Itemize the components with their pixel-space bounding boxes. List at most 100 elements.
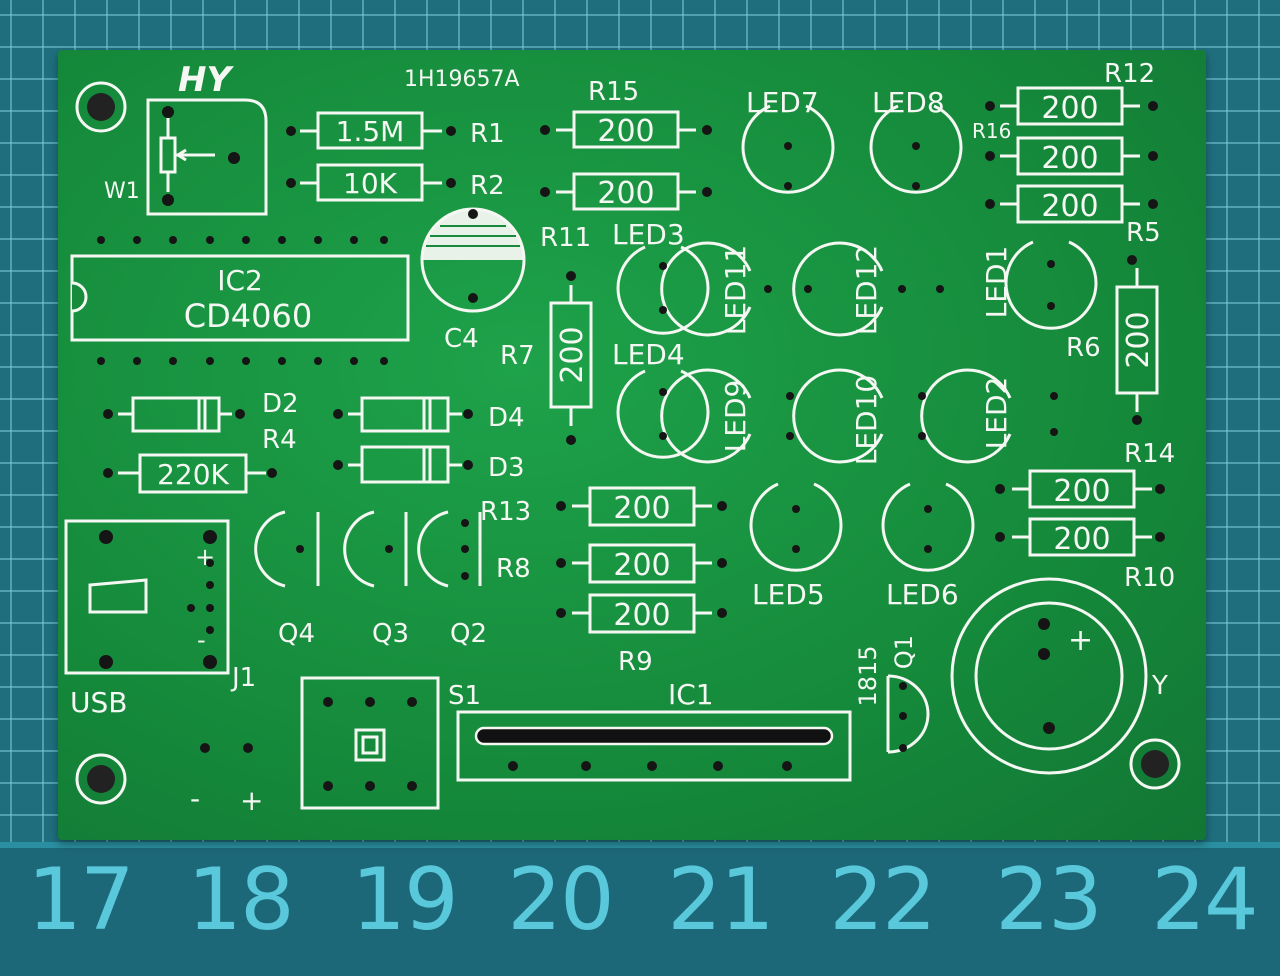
- label-r8: R8: [496, 554, 531, 584]
- ic2-name: IC2: [217, 264, 263, 297]
- led8-outline: [869, 104, 963, 194]
- label-led11: LED11: [719, 245, 752, 335]
- led10-outline: [792, 368, 884, 464]
- usb-minus: -: [197, 626, 206, 654]
- mount-hole: [75, 753, 127, 805]
- mount-hole: [75, 81, 127, 133]
- led5-outline: [749, 482, 843, 572]
- label-r5: R5: [1126, 218, 1161, 248]
- label-led6: LED6: [886, 578, 959, 611]
- label-led3: LED3: [612, 218, 685, 251]
- label-d3: D3: [488, 453, 525, 483]
- label-y: Y: [1151, 671, 1168, 701]
- ic1-slot: [474, 726, 834, 746]
- ruler-num: 20: [507, 850, 614, 950]
- label-led4: LED4: [612, 338, 685, 371]
- y-buzzer-inner: [974, 601, 1124, 751]
- label-d2: D2: [262, 389, 299, 419]
- r8-value: 200: [613, 548, 670, 583]
- r2-value: 10K: [343, 167, 398, 200]
- usb-port-shape: [88, 578, 148, 614]
- q4-transistor: [254, 510, 286, 588]
- ruler-num: 24: [1151, 850, 1258, 950]
- ruler-num: 23: [995, 850, 1102, 950]
- q3-transistor: [343, 510, 375, 588]
- ruler-num: 22: [829, 850, 936, 950]
- s1-switch-outline: [300, 676, 440, 810]
- d4-diode: [360, 396, 450, 433]
- led4-outline: [616, 369, 710, 459]
- label-led2: LED2: [980, 377, 1013, 450]
- usb-j1-outline: [64, 519, 230, 675]
- q1-part: 1815: [854, 645, 882, 706]
- r1-value: 1.5M: [336, 115, 405, 148]
- label-r7: R7: [500, 341, 535, 371]
- q2-transistor: [417, 510, 449, 588]
- r15-value: 200: [597, 114, 654, 149]
- q1-transistor: [887, 674, 930, 754]
- r10-value: 200: [1053, 522, 1110, 557]
- r14-value: 200: [1053, 474, 1110, 509]
- r5-value: 200: [1041, 189, 1098, 224]
- w1-trimmer-outline: [146, 98, 268, 216]
- label-d4: D4: [488, 403, 525, 433]
- ic2-part: CD4060: [184, 297, 312, 335]
- y-buzzer-outer: [950, 577, 1148, 775]
- label-led9: LED9: [719, 380, 752, 453]
- label-j1: J1: [230, 663, 256, 693]
- label-c4: C4: [444, 324, 479, 354]
- led7-outline: [741, 104, 835, 194]
- label-r11: R11: [540, 223, 591, 253]
- label-r2: R2: [470, 171, 505, 201]
- ruler-num: 19: [351, 850, 458, 950]
- label-led12: LED12: [850, 245, 883, 335]
- led12-outline: [792, 241, 884, 337]
- label-led8: LED8: [872, 86, 945, 119]
- logo-hy: HY: [178, 60, 234, 100]
- ruler-numbers: 17 18 19 20 21 22 23 24: [0, 850, 1280, 970]
- label-r15: R15: [588, 77, 639, 107]
- power-minus: -: [190, 782, 200, 815]
- r16-value: 200: [1041, 141, 1098, 176]
- r7-value: 200: [555, 326, 590, 383]
- r6-value: 200: [1121, 311, 1156, 368]
- board-code: 1H19657A: [404, 67, 520, 92]
- usb-plus: +: [195, 543, 215, 571]
- ruler-num: 21: [667, 850, 774, 950]
- label-led10: LED10: [850, 375, 883, 465]
- led2-outline: [920, 368, 1012, 464]
- label-r10: R10: [1124, 563, 1175, 593]
- label-q4: Q4: [278, 619, 315, 649]
- pcb-pads: [97, 101, 1165, 791]
- label-r9: R9: [618, 647, 653, 677]
- label-r14: R14: [1124, 439, 1175, 469]
- led3-outline: [616, 245, 710, 335]
- r13-value: 200: [613, 491, 670, 526]
- power-plus: +: [240, 784, 263, 817]
- c4-polarity-fill: [422, 209, 524, 260]
- mount-hole: [1129, 738, 1181, 790]
- label-led5: LED5: [752, 578, 825, 611]
- label-w1: W1: [104, 179, 140, 204]
- label-q3: Q3: [372, 619, 409, 649]
- led11-outline: [660, 241, 752, 337]
- label-led7: LED7: [746, 86, 819, 119]
- label-r4: R4: [262, 425, 297, 455]
- ic1-outline: [456, 710, 852, 782]
- ruler-num: 18: [187, 850, 294, 950]
- label-q2: Q2: [450, 619, 487, 649]
- led6-outline: [881, 482, 975, 572]
- r11-value: 200: [597, 176, 654, 211]
- label-usb: USB: [70, 686, 127, 719]
- ruler-band: [0, 842, 1280, 976]
- d3-diode: [360, 445, 450, 484]
- y-plus: +: [1068, 623, 1093, 658]
- label-ic1: IC1: [668, 678, 714, 711]
- led9-outline: [660, 368, 752, 464]
- label-r6: R6: [1066, 333, 1101, 363]
- r12-value: 200: [1041, 91, 1098, 126]
- r4-value: 220K: [157, 458, 229, 491]
- r9-value: 200: [613, 598, 670, 633]
- label-s1: S1: [448, 681, 481, 711]
